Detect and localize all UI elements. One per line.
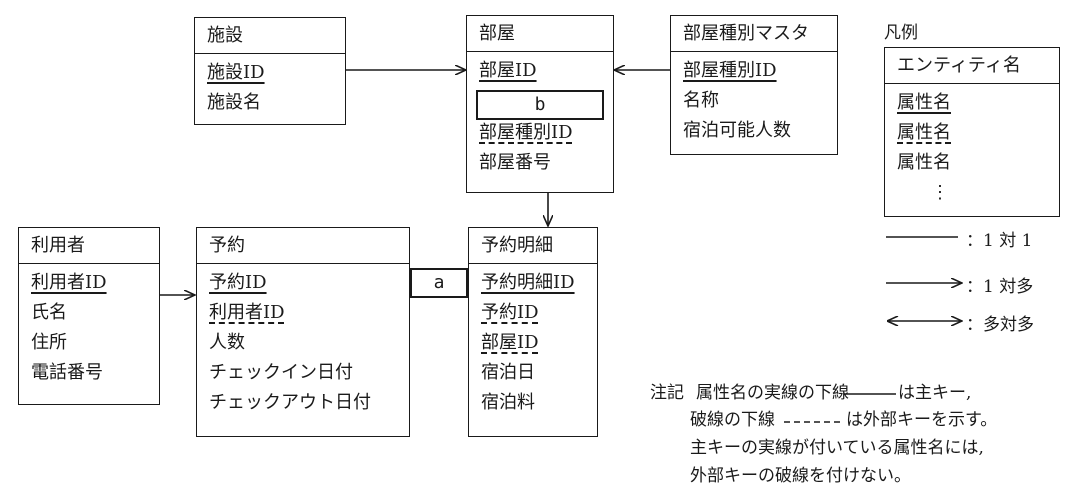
attr: チェックアウト日付 [209, 392, 371, 413]
legend-heading: 凡例 [884, 23, 918, 43]
note-line-2a: 破線の下線 [690, 410, 775, 430]
note-prefix: 注記 [650, 383, 684, 403]
entity-yoyaku-meisai: 予約明細 予約明細ID 予約ID 部屋ID 宿泊日 宿泊料 [468, 227, 598, 437]
entity-title: 予約 [197, 228, 409, 264]
attr-foreign-key: 部屋ID [481, 332, 539, 353]
attr-primary-key: 予約明細ID [481, 272, 575, 293]
note-line-4: 外部キーの破線を付けない。 [690, 466, 911, 486]
entity-title: 部屋 [467, 16, 613, 52]
legend-entity-title: エンティティ名 [885, 48, 1059, 84]
attr-foreign-key: 予約ID [481, 302, 539, 323]
note-line-2b: は外部キーを示す。 [846, 410, 998, 430]
attr-primary-key: 予約ID [209, 272, 267, 293]
attr: 氏名 [31, 302, 67, 323]
blank-b: b [476, 90, 604, 120]
attr: チェックイン日付 [209, 362, 353, 383]
note-line-3: 主キーの実線が付いている属性名には, [690, 438, 984, 458]
entity-title: 施設 [195, 18, 345, 54]
attr: 名称 [683, 90, 719, 111]
legend-one-to-many: ：1 対多 [966, 277, 1034, 297]
entity-title: 利用者 [19, 228, 159, 264]
attr: 電話番号 [31, 362, 103, 383]
attr-primary-key: 施設ID [207, 62, 265, 83]
legend-attr-primary-key: 属性名 [897, 92, 951, 113]
attr-foreign-key: 利用者ID [209, 302, 285, 323]
attr: 施設名 [207, 92, 261, 113]
legend-attr-foreign-key: 属性名 [897, 122, 951, 143]
attr-primary-key: 部屋種別ID [683, 60, 777, 81]
entity-shisetsu: 施設 施設ID 施設名 [194, 17, 346, 125]
note-line-1a: 属性名の実線の下線 [696, 383, 849, 403]
attr: 住所 [31, 332, 67, 353]
attr-primary-key: 利用者ID [31, 272, 107, 293]
attr: 宿泊日 [481, 362, 535, 383]
entity-yoyaku: 予約 予約ID 利用者ID 人数 チェックイン日付 チェックアウト日付 [196, 227, 410, 437]
attr-primary-key: 部屋ID [479, 60, 537, 81]
entity-title: 予約明細 [469, 228, 597, 264]
entity-heya-shubetsu: 部屋種別マスタ 部屋種別ID 名称 宿泊可能人数 [670, 15, 838, 155]
entity-riyousha: 利用者 利用者ID 氏名 住所 電話番号 [18, 227, 160, 405]
attr: 人数 [209, 332, 245, 353]
attr: 宿泊可能人数 [683, 120, 791, 141]
attr: 部屋番号 [479, 152, 551, 173]
note-line-1b: は主キー, [898, 383, 972, 403]
legend-one-to-one: ：1 対 1 [966, 231, 1033, 251]
attr-foreign-key: 部屋種別ID [479, 122, 573, 143]
legend-ellipsis: ⋮ [931, 182, 949, 203]
legend-entity: エンティティ名 属性名 属性名 属性名 ⋮ [884, 47, 1060, 217]
legend-many-to-many: ：多対多 [966, 315, 1034, 335]
blank-a: a [410, 268, 468, 298]
entity-title: 部屋種別マスタ [671, 16, 837, 52]
attr: 宿泊料 [481, 392, 535, 413]
legend-attr: 属性名 [897, 152, 951, 173]
